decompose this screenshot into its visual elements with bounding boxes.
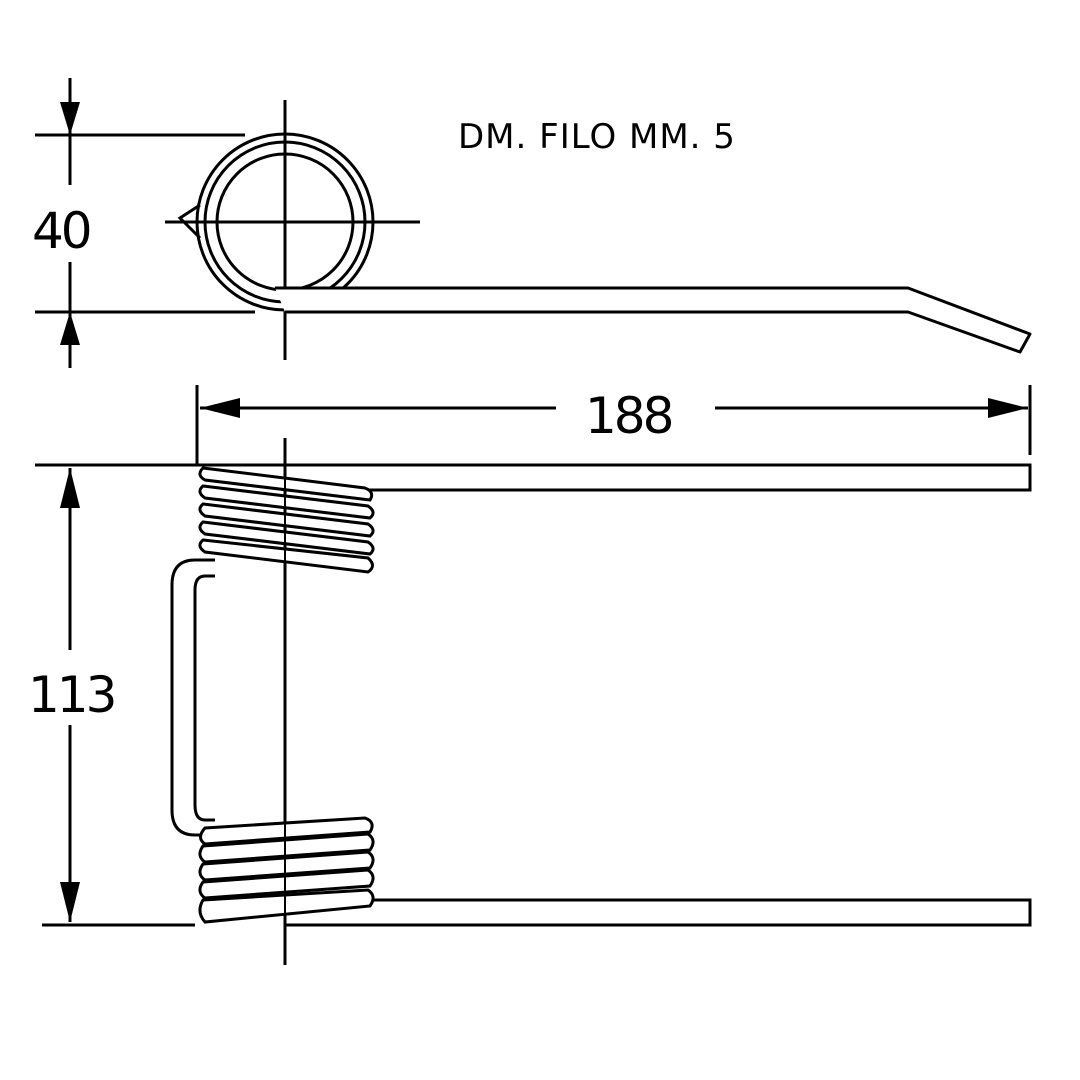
- lower-coil-winding: [198, 850, 375, 882]
- upper-coil: [195, 463, 375, 574]
- side-view: 40: [32, 78, 1032, 368]
- lower-coil-winding: [199, 816, 374, 846]
- upper-coil-winding: [198, 502, 375, 538]
- upper-coil-winding: [198, 484, 375, 520]
- lower-tine-arm: [283, 898, 1032, 927]
- front-view: 113: [28, 438, 1032, 965]
- dim40-bottom-arrowhead: [60, 312, 80, 345]
- dim-label-113: 113: [28, 666, 114, 724]
- lower-coil-winding: [198, 888, 375, 924]
- upper-coil-winding: [198, 520, 375, 556]
- connecting-loop-inner: [193, 574, 215, 822]
- dim40-top-arrowhead: [60, 102, 80, 135]
- dim188-left-arrowhead: [200, 398, 240, 418]
- dimension-188: 188: [195, 385, 1032, 465]
- coil-wire-end: [177, 203, 202, 240]
- upper-tine-arm: [283, 463, 1032, 492]
- wire-diameter-note: DM. FILO MM. 5: [458, 117, 736, 157]
- upper-coil-winding: [198, 538, 374, 574]
- dim188-right-arrowhead: [988, 398, 1028, 418]
- lower-coil: [198, 816, 375, 924]
- dim-label-188: 188: [585, 387, 672, 445]
- dim113-top-arrowhead: [60, 468, 80, 508]
- tine-arm-side: [275, 286, 1032, 354]
- dim113-bottom-arrowhead: [60, 882, 80, 922]
- lower-coil-winding: [198, 832, 375, 864]
- dim-label-40: 40: [32, 202, 90, 260]
- connecting-loop-outer: [170, 558, 215, 837]
- lower-coil-winding: [198, 868, 375, 900]
